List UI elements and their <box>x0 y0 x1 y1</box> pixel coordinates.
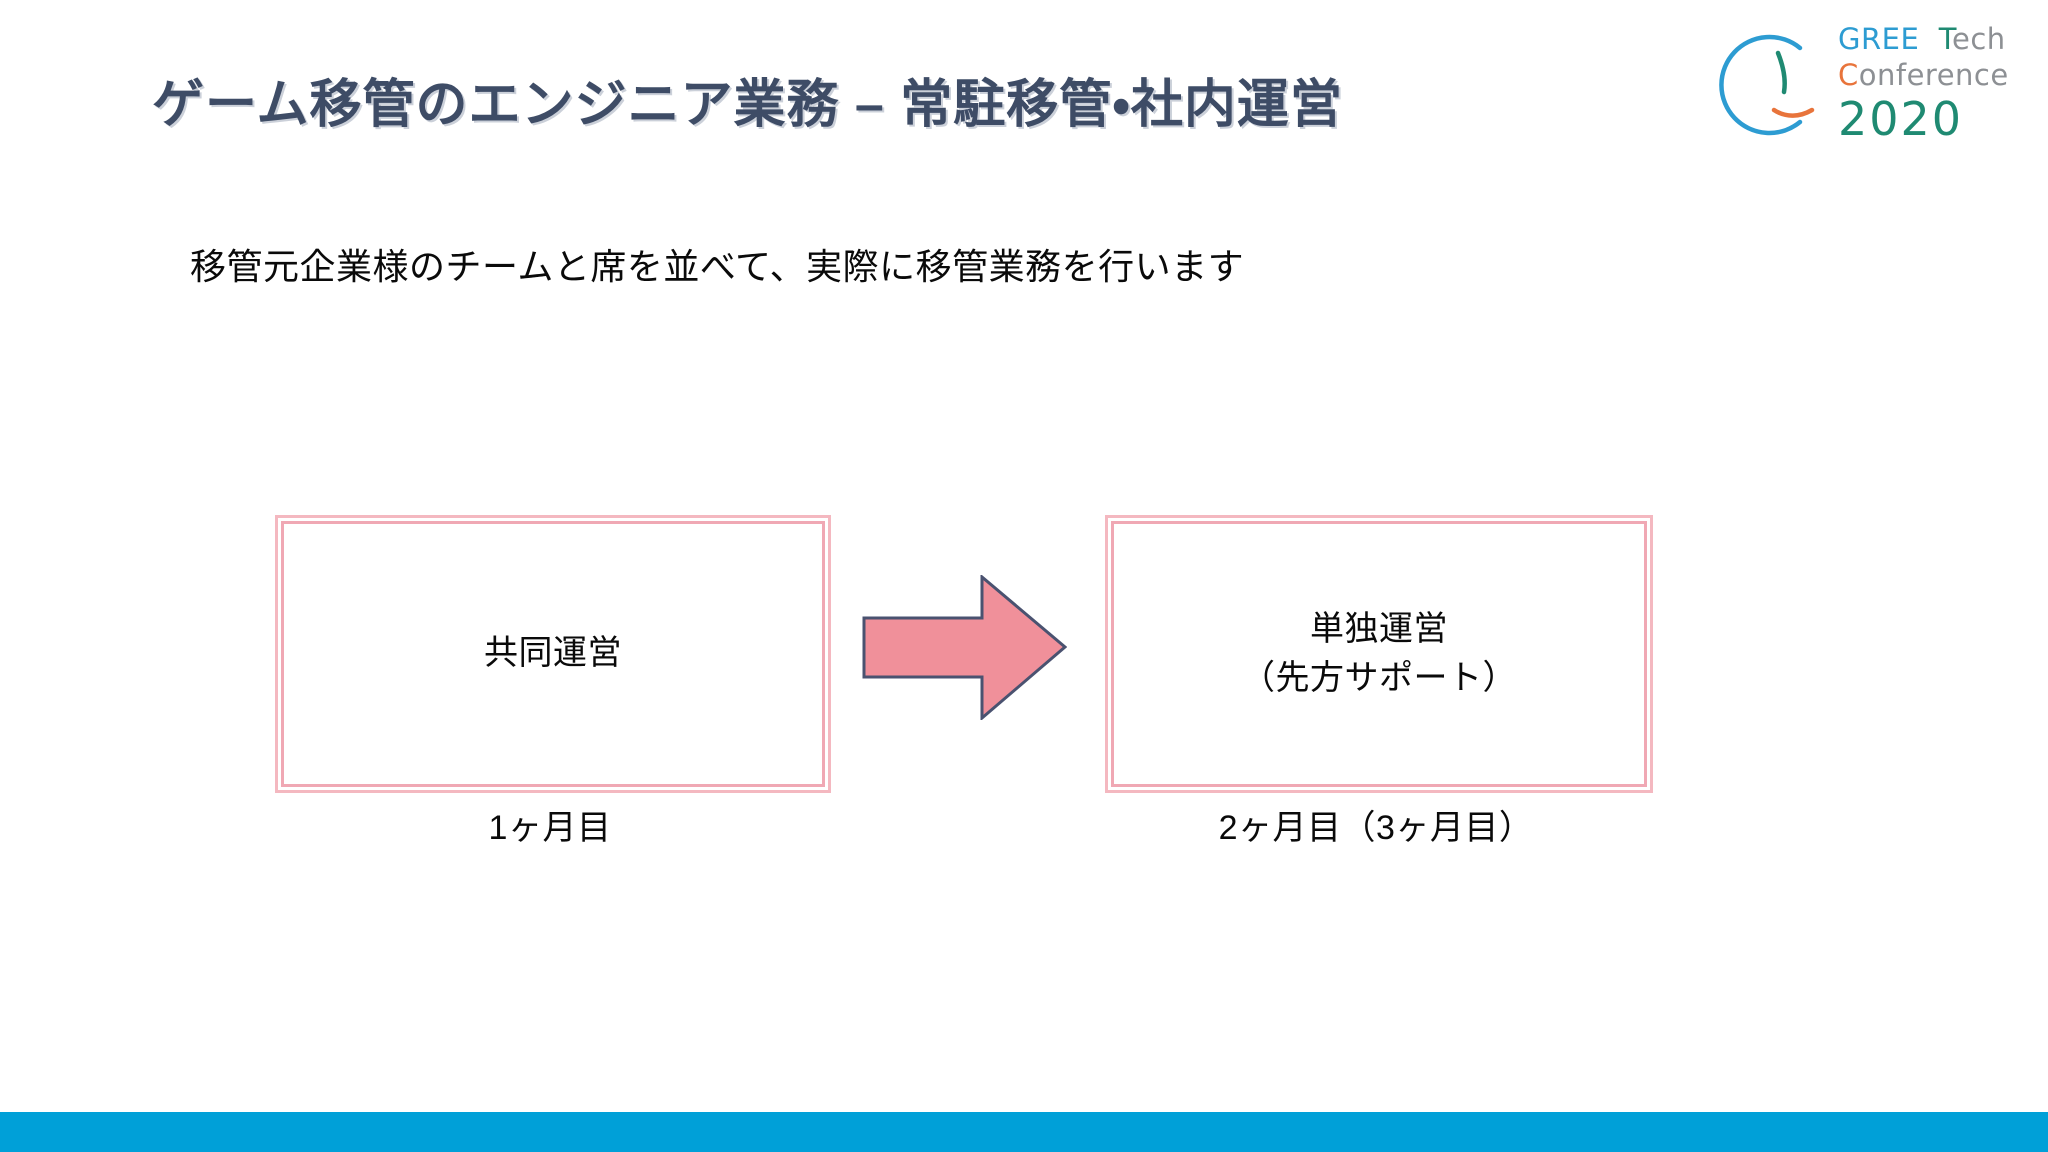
phase-label-joint-operation: 共同運営 <box>484 634 622 673</box>
phase-label-solo-operation-line1: 単独運営 <box>1310 609 1448 648</box>
gree-g-circle-mark <box>1719 34 1815 136</box>
logo-line-gree-tech: GREE Tech <box>1838 22 2006 56</box>
logo-word-conference-rest: onference <box>1858 58 2009 92</box>
gree-tech-conference-logo: GREE Tech Conference 2020 <box>1700 18 2020 148</box>
logo-word-tech-rest: ech <box>1952 22 2006 56</box>
logo-line-conference: Conference <box>1838 58 2009 92</box>
phase-box-joint-operation: 共同運営 <box>275 515 831 793</box>
footer-accent-bar <box>0 1112 2048 1152</box>
phase-label-solo-operation-line2: （先方サポート） <box>1241 659 1517 697</box>
lead-paragraph: 移管元企業様のチームと席を並べて、実際に移管業務を行います <box>190 246 1245 287</box>
right-arrow-icon <box>862 575 1067 720</box>
logo-word-tech-t: T <box>1938 22 1953 56</box>
logo-line-year: 2020 <box>1838 92 1964 146</box>
page-title: ゲーム移管のエンジニア業務 – 常駐移管・社内運営 <box>152 76 1343 134</box>
phase-box-solo-operation: 単独運営 （先方サポート） <box>1105 515 1653 793</box>
phase-caption-month-2: 2ヶ月目（3ヶ月目） <box>1218 809 1534 847</box>
phase-label-solo-operation: 単独運営 （先方サポート） <box>1241 605 1517 704</box>
logo-word-gree: GREE <box>1838 22 1920 56</box>
logo-word-conference-c: C <box>1838 58 1859 92</box>
phase-caption-month-1: 1ヶ月目 <box>488 809 612 847</box>
logo-wordmark: GREE Tech Conference 2020 <box>1838 18 2028 146</box>
